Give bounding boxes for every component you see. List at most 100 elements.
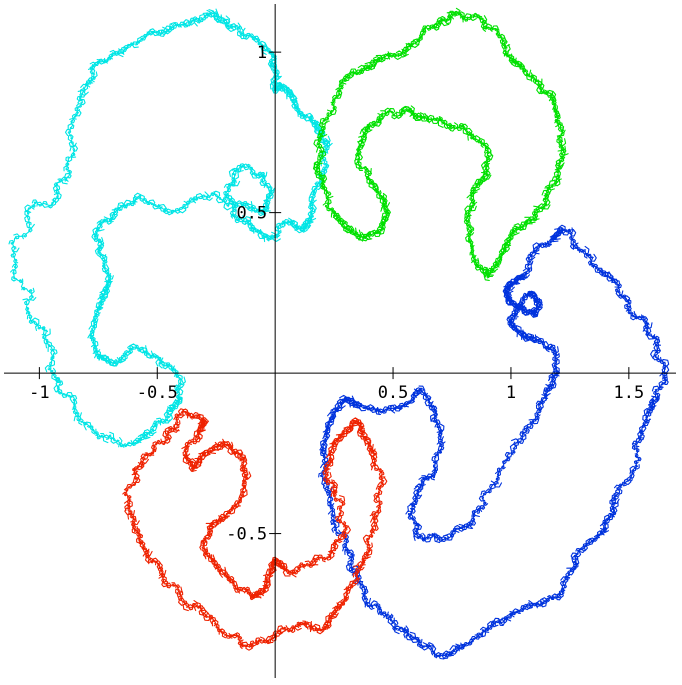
series-2-curl xyxy=(516,437,525,444)
series-2-curl xyxy=(433,653,439,658)
series-0-curl xyxy=(147,199,156,206)
series-2-curl xyxy=(609,498,617,506)
series-0-curl xyxy=(255,206,262,214)
series-3-curl xyxy=(254,637,261,645)
series-0-curl xyxy=(95,434,102,440)
series-1-curl xyxy=(471,254,477,258)
series-2-curl xyxy=(405,510,413,517)
series-2-curl xyxy=(522,427,530,435)
series-3-curl xyxy=(240,489,248,498)
series-1-curl xyxy=(358,69,365,74)
series-1-curl xyxy=(482,170,491,177)
series-0-curl xyxy=(93,61,99,67)
series-2-curl xyxy=(502,459,507,465)
series-0-curl xyxy=(36,201,43,207)
series-1-curl xyxy=(464,212,471,219)
series-1-curl xyxy=(466,226,475,235)
series-2-curl xyxy=(587,253,593,259)
series-0-curl xyxy=(44,364,52,373)
series-2-curl xyxy=(615,279,621,286)
series-1-curl xyxy=(554,114,561,120)
series-2-curl xyxy=(623,478,632,486)
series-2-curl xyxy=(592,263,598,269)
series-0-curl xyxy=(233,215,240,221)
series-0-curl xyxy=(65,155,73,163)
series-0-curl xyxy=(174,207,182,214)
series-1-curl xyxy=(355,152,360,158)
series-0-curl xyxy=(52,195,60,203)
series-1-curl xyxy=(463,13,473,21)
y-tick-label: 0.5 xyxy=(236,204,267,224)
series-3-curl xyxy=(378,500,383,506)
series-0-curl xyxy=(239,202,245,207)
series-0-curl xyxy=(226,187,232,193)
series-1-curl xyxy=(321,126,326,132)
series-3-curl xyxy=(323,623,330,630)
series-1-curl xyxy=(476,14,480,19)
series-0-curl xyxy=(309,207,316,215)
series-2-curl xyxy=(501,465,506,470)
series-0-curl xyxy=(24,209,30,217)
series-0-curl xyxy=(29,294,37,301)
series-0-curl xyxy=(286,217,293,226)
series-1-curl xyxy=(429,24,435,29)
series-2-curl xyxy=(402,625,409,633)
series-1-curl xyxy=(560,131,565,137)
series-1-curl xyxy=(482,165,490,171)
series-2-curl xyxy=(540,599,547,608)
series-0-curl xyxy=(54,189,60,195)
series-1-curl xyxy=(511,227,520,236)
series-1-curl xyxy=(320,182,325,187)
series-2-curl xyxy=(431,454,440,463)
series-3-curl xyxy=(144,452,149,457)
series-3-curl xyxy=(240,469,249,478)
series-0-curl xyxy=(213,12,223,21)
series-2-curl xyxy=(403,631,410,639)
series-2-curl xyxy=(329,415,336,423)
series-0-curl xyxy=(93,236,99,243)
series-3-curl xyxy=(123,499,133,508)
series-2-curl xyxy=(611,278,619,284)
series-2-curl xyxy=(324,428,331,434)
series-1-curl xyxy=(440,18,450,27)
series-0-curl xyxy=(223,183,231,190)
series-2-curl xyxy=(361,585,368,592)
series-2-curl xyxy=(510,281,516,286)
series-0-curl xyxy=(270,53,275,58)
series-2-curl xyxy=(438,429,444,435)
series-0-curl xyxy=(104,275,113,283)
series-0-curl xyxy=(53,182,59,188)
series-1-curl xyxy=(313,161,321,167)
series-2-curl xyxy=(407,513,414,520)
series-3-curl xyxy=(168,424,176,433)
series-2-curl xyxy=(398,626,406,633)
series-2-curl xyxy=(532,337,538,344)
series-0-curl xyxy=(156,29,163,36)
series-3-curl xyxy=(340,599,345,605)
series-3-curl xyxy=(156,438,163,445)
series-2-curl xyxy=(610,278,617,283)
series-2-curl xyxy=(419,532,426,540)
series-1-curl xyxy=(483,142,489,148)
series-3-curl xyxy=(330,492,337,497)
series-2-curl xyxy=(560,587,566,593)
series-3-curl xyxy=(213,623,220,629)
series-0-curl xyxy=(234,203,239,209)
series-0-curl xyxy=(93,340,99,348)
series-1-curl xyxy=(312,163,321,173)
series-0-curl xyxy=(162,207,170,215)
series-0-curl xyxy=(61,393,68,398)
series-3-curl xyxy=(346,424,354,433)
series-2-curl xyxy=(418,476,425,483)
series-0-curl xyxy=(179,21,185,28)
series-3-curl xyxy=(341,501,346,506)
series-2-curl xyxy=(463,641,469,647)
series-3-curl xyxy=(369,513,378,521)
series-3-curl xyxy=(132,524,137,530)
series-2-curl xyxy=(607,509,615,518)
series-0-curl xyxy=(108,431,115,440)
series-2-curl xyxy=(551,593,558,601)
series-2-curl xyxy=(424,536,432,543)
series-2-curl xyxy=(576,247,581,252)
series-2-curl xyxy=(631,440,640,448)
